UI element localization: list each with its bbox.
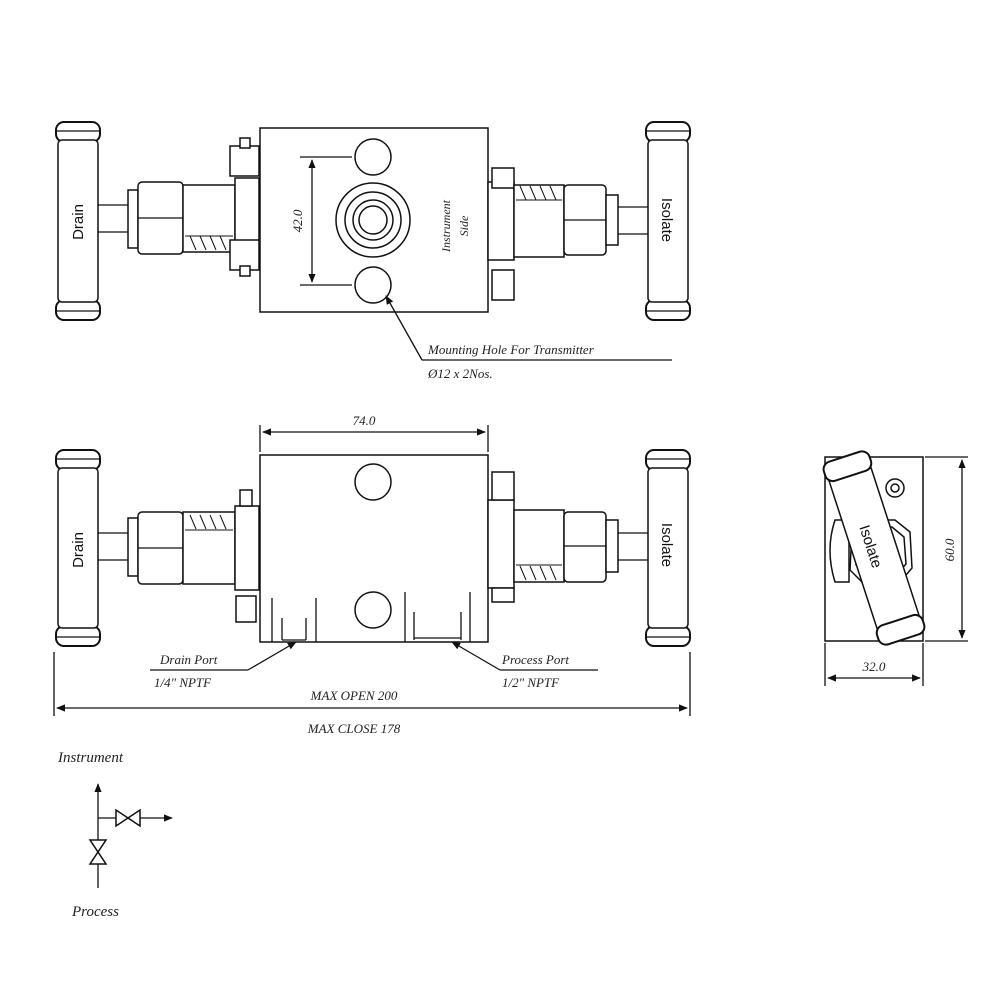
instrument-side-label-1: Instrument <box>439 199 453 253</box>
instrument-side-label-2: Side <box>457 215 471 236</box>
schematic-instrument-label: Instrument <box>57 750 124 766</box>
schematic-process-label: Process <box>71 904 119 920</box>
max-open-label: MAX OPEN 200 <box>310 688 398 703</box>
schematic-valve-lower <box>88 839 108 854</box>
top-view: 42.0 Instrument Side Drain Isolate <box>55 121 691 381</box>
top-drain-label: Drain <box>70 204 87 240</box>
overall-dimension: MAX OPEN 200 MAX CLOSE 178 <box>53 652 691 736</box>
max-close-label: MAX CLOSE 178 <box>307 721 401 736</box>
dim-74-label: 74.0 <box>353 413 376 428</box>
dim-74: 74.0 <box>259 413 489 452</box>
top-left-stem <box>98 137 260 277</box>
front-view: 74.0 <box>53 413 691 736</box>
top-isolate-handle <box>645 121 691 321</box>
dim-42-label: 42.0 <box>290 209 305 232</box>
front-isolate-handle <box>645 449 691 647</box>
drain-port-title: Drain Port <box>159 652 218 667</box>
dim-60-label: 60.0 <box>942 538 957 561</box>
drain-port-spec: 1/4" NPTF <box>154 675 212 690</box>
dim-42: 42.0 <box>290 156 352 286</box>
mount-hole-spec: Ø12 x 2Nos. <box>427 366 493 381</box>
side-view: Isolate 60.0 32.0 <box>822 450 968 686</box>
top-drain-handle <box>55 121 101 321</box>
front-drain-handle <box>55 449 101 647</box>
front-left-stem <box>98 489 260 623</box>
mount-hole-title: Mounting Hole For Transmitter <box>427 342 595 357</box>
side-isolate-handle <box>822 450 926 646</box>
dim-32: 32.0 <box>824 643 924 686</box>
front-hole-lower <box>354 591 392 629</box>
process-port-callout: Process Port 1/2" NPTF <box>451 641 598 690</box>
drain-port-callout: Drain Port 1/4" NPTF <box>150 641 297 690</box>
process-port-cut <box>404 592 471 642</box>
top-right-stem <box>487 167 648 301</box>
dim-32-label: 32.0 <box>862 659 886 674</box>
process-port-title: Process Port <box>501 652 569 667</box>
mount-hole-callout: Mounting Hole For Transmitter Ø12 x 2Nos… <box>385 295 672 381</box>
top-mount-hole-lower <box>354 266 392 304</box>
front-hole-upper <box>354 463 392 501</box>
dim-60: 60.0 <box>925 456 968 642</box>
top-mount-hole-upper <box>354 138 392 176</box>
front-isolate-label: Isolate <box>658 523 675 567</box>
front-right-stem <box>487 471 648 603</box>
drain-port-cut <box>271 598 317 642</box>
front-drain-label: Drain <box>70 532 87 568</box>
process-port-spec: 1/2" NPTF <box>502 675 560 690</box>
top-isolate-label: Isolate <box>658 198 675 242</box>
instrument-port <box>335 182 411 258</box>
valve-schematic: Instrument Process <box>57 750 173 920</box>
